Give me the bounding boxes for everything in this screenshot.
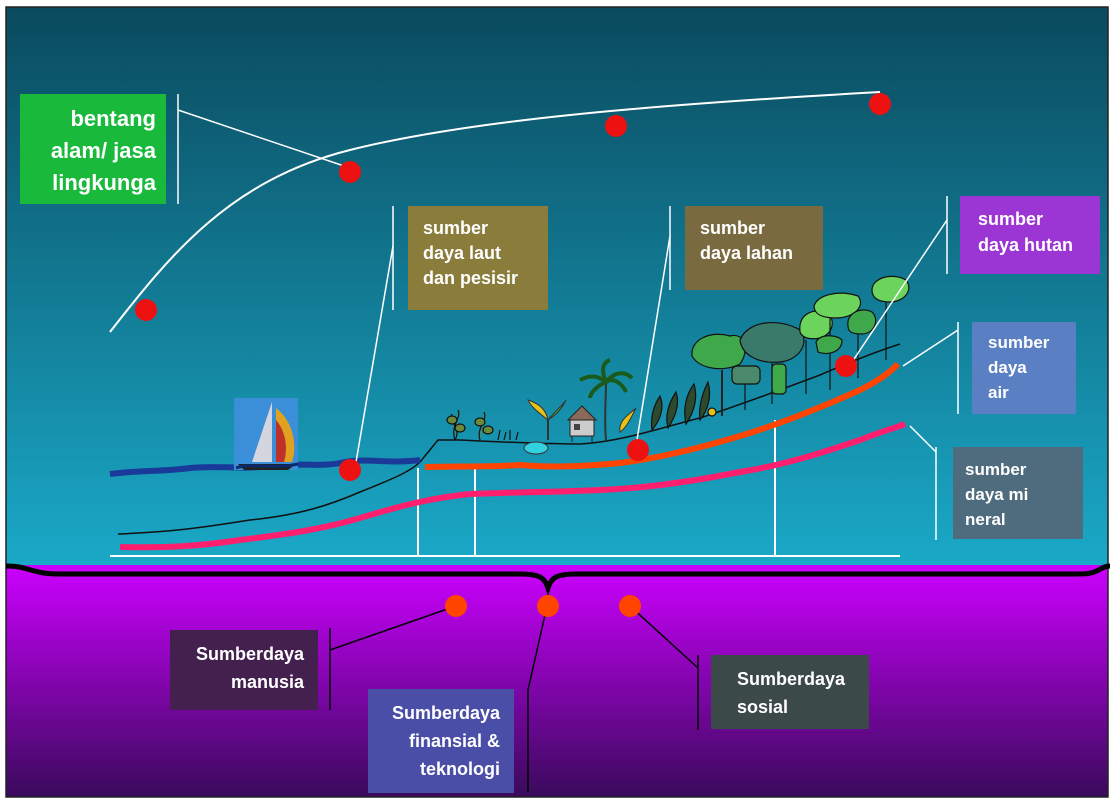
upper-connectors (177, 94, 959, 540)
label-bentang-alam: bentang alam/ jasa lingkunga (20, 94, 166, 204)
sailboat-icon (234, 398, 299, 470)
label-sumberdaya-manusia: Sumberdaya manusia (170, 630, 318, 710)
marker-dot (619, 595, 641, 617)
label-sumber-daya-lahan: sumber daya lahan (685, 206, 823, 290)
resource-markers (135, 93, 891, 617)
label-sumber-daya-laut: sumber daya laut dan pesisir (408, 206, 548, 310)
marker-dot (627, 439, 649, 461)
brace (5, 563, 1111, 597)
marker-dot (835, 355, 857, 377)
label-sumber-daya-air: sumber daya air (972, 322, 1076, 414)
marker-dot (869, 93, 891, 115)
land-profile (117, 343, 901, 535)
sky-background (6, 7, 1108, 565)
frame (5, 6, 1109, 798)
house-icon (566, 405, 598, 442)
label-sumber-daya-mineral: sumber daya mi neral (953, 447, 1083, 539)
forest-trees-icon (691, 275, 910, 416)
marker-dot (135, 299, 157, 321)
landscape-curve (109, 91, 881, 333)
marker-dot (339, 161, 361, 183)
marker-dot (605, 115, 627, 137)
label-sumberdaya-sosial: Sumberdaya sosial (711, 655, 869, 729)
palm-tree-icon (579, 358, 637, 441)
water-table-line (424, 361, 901, 470)
banana-plant-icon (523, 399, 567, 455)
shrubs-icon (651, 380, 717, 432)
mineral-line (119, 421, 907, 551)
marker-dot (339, 459, 361, 481)
lower-connectors (329, 605, 699, 792)
label-sumber-daya-hutan: sumber daya hutan (960, 196, 1100, 274)
marker-dot (445, 595, 467, 617)
plants-icon (446, 409, 519, 441)
marker-dot (537, 595, 559, 617)
label-sumberdaya-finansial: Sumberdaya finansial & teknologi (368, 689, 514, 793)
